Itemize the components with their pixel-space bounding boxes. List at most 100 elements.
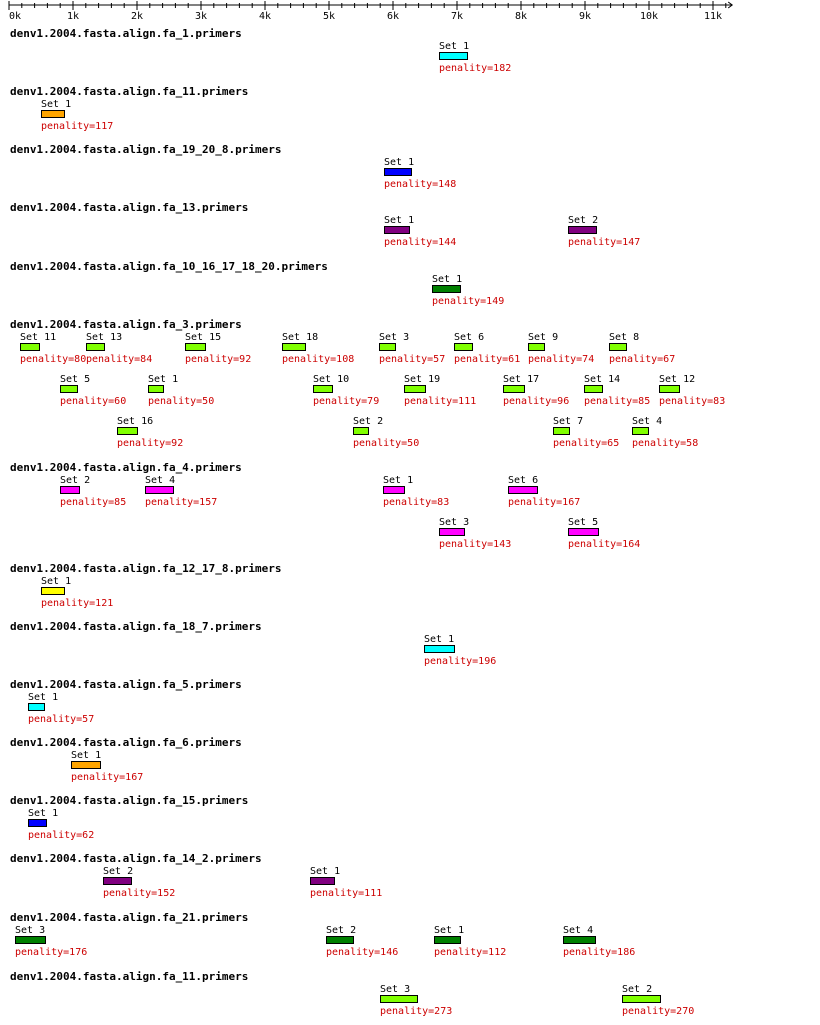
penalty-label: penality=92: [117, 438, 184, 449]
ruler-arrow: [727, 1, 734, 9]
primer-set-bar[interactable]: [310, 877, 335, 885]
penalty-label: penality=146: [326, 947, 399, 958]
penalty-label: penality=57: [379, 354, 446, 365]
track-title: denv1.2004.fasta.align.fa_12_17_8.primer…: [10, 562, 282, 575]
penalty-label: penality=60: [60, 396, 127, 407]
primer-set-bar[interactable]: [60, 385, 78, 393]
ruler-tick-label: 10k: [640, 11, 658, 22]
ruler-tick-label: 4k: [259, 11, 271, 22]
primer-set-bar[interactable]: [584, 385, 603, 393]
penalty-label: penality=108: [282, 354, 355, 365]
primer-set-bar[interactable]: [28, 819, 47, 827]
primer-set-bar[interactable]: [282, 343, 306, 351]
penalty-label: penality=143: [439, 539, 512, 550]
penalty-label: penality=270: [622, 1006, 695, 1017]
primer-set-bar[interactable]: [41, 587, 65, 595]
primer-set-bar[interactable]: [28, 703, 45, 711]
penalty-label: penality=57: [28, 714, 95, 725]
primer-set-bar[interactable]: [103, 877, 132, 885]
primer-set-bar[interactable]: [659, 385, 680, 393]
primer-set-bar[interactable]: [384, 168, 412, 176]
primer-set-bar[interactable]: [86, 343, 105, 351]
set-label: Set 12: [659, 374, 696, 385]
set-label: Set 15: [185, 332, 222, 343]
set-label: Set 2: [622, 984, 653, 995]
set-label: Set 5: [568, 517, 599, 528]
set-label: Set 6: [508, 475, 539, 486]
primer-set-bar[interactable]: [553, 427, 570, 435]
primer-set-bar[interactable]: [454, 343, 473, 351]
penalty-label: penality=186: [563, 947, 636, 958]
primer-set-bar[interactable]: [404, 385, 426, 393]
track-title: denv1.2004.fasta.align.fa_4.primers: [10, 461, 242, 474]
ruler-tick-label: 0k: [9, 11, 21, 22]
primer-set-bar[interactable]: [568, 226, 597, 234]
primer-set-bar[interactable]: [71, 761, 101, 769]
track-title: denv1.2004.fasta.align.fa_5.primers: [10, 678, 242, 691]
ruler-tick-label: 8k: [515, 11, 527, 22]
primer-set-bar[interactable]: [439, 528, 465, 536]
set-label: Set 1: [383, 475, 414, 486]
primer-set-bar[interactable]: [313, 385, 333, 393]
penalty-label: penality=149: [432, 296, 505, 307]
primer-set-bar[interactable]: [20, 343, 40, 351]
penalty-label: penality=61: [454, 354, 521, 365]
primer-set-bar[interactable]: [148, 385, 164, 393]
set-label: Set 3: [15, 925, 46, 936]
set-label: Set 4: [563, 925, 594, 936]
set-label: Set 6: [454, 332, 485, 343]
primer-set-bar[interactable]: [41, 110, 65, 118]
set-label: Set 3: [379, 332, 410, 343]
primer-set-bar[interactable]: [432, 285, 461, 293]
primer-set-bar[interactable]: [508, 486, 538, 494]
set-label: Set 2: [568, 215, 599, 226]
primer-set-bar[interactable]: [528, 343, 545, 351]
primer-set-bar[interactable]: [434, 936, 461, 944]
primer-set-bar[interactable]: [439, 52, 468, 60]
primer-set-bar[interactable]: [145, 486, 174, 494]
penalty-label: penality=144: [384, 237, 457, 248]
primer-set-bar[interactable]: [563, 936, 596, 944]
penalty-label: penality=167: [71, 772, 144, 783]
track-title: denv1.2004.fasta.align.fa_3.primers: [10, 318, 242, 331]
ruler-tick-label: 6k: [387, 11, 399, 22]
penalty-label: penality=67: [609, 354, 676, 365]
set-label: Set 2: [103, 866, 134, 877]
penalty-label: penality=147: [568, 237, 641, 248]
primer-set-bar[interactable]: [379, 343, 396, 351]
set-label: Set 9: [528, 332, 559, 343]
primer-set-bar[interactable]: [117, 427, 138, 435]
penalty-label: penality=85: [60, 497, 127, 508]
primer-set-bar[interactable]: [383, 486, 405, 494]
set-label: Set 2: [353, 416, 384, 427]
track-title: denv1.2004.fasta.align.fa_21.primers: [10, 911, 249, 924]
primer-set-bar[interactable]: [384, 226, 410, 234]
set-label: Set 1: [439, 41, 470, 52]
primer-set-bar[interactable]: [15, 936, 46, 944]
set-label: Set 3: [380, 984, 411, 995]
penalty-label: penality=65: [553, 438, 620, 449]
primer-set-bar[interactable]: [326, 936, 354, 944]
primer-set-bar[interactable]: [185, 343, 206, 351]
ruler-tick-label: 3k: [195, 11, 207, 22]
track-title: denv1.2004.fasta.align.fa_18_7.primers: [10, 620, 262, 633]
primer-set-bar[interactable]: [503, 385, 525, 393]
primer-set-bar[interactable]: [609, 343, 627, 351]
set-label: Set 16: [117, 416, 154, 427]
penalty-label: penality=84: [86, 354, 153, 365]
primer-set-bar[interactable]: [60, 486, 80, 494]
set-label: Set 2: [326, 925, 357, 936]
primer-set-bar[interactable]: [424, 645, 455, 653]
set-label: Set 5: [60, 374, 91, 385]
penalty-label: penality=157: [145, 497, 218, 508]
primer-set-bar[interactable]: [568, 528, 599, 536]
penalty-label: penality=85: [584, 396, 651, 407]
penalty-label: penality=83: [383, 497, 450, 508]
primer-set-bar[interactable]: [353, 427, 369, 435]
primer-set-bar[interactable]: [622, 995, 661, 1003]
primer-set-bar[interactable]: [380, 995, 418, 1003]
track-title: denv1.2004.fasta.align.fa_11.primers: [10, 970, 249, 983]
set-label: Set 4: [632, 416, 663, 427]
primer-set-bar[interactable]: [632, 427, 649, 435]
ruler-tick-label: 2k: [131, 11, 143, 22]
